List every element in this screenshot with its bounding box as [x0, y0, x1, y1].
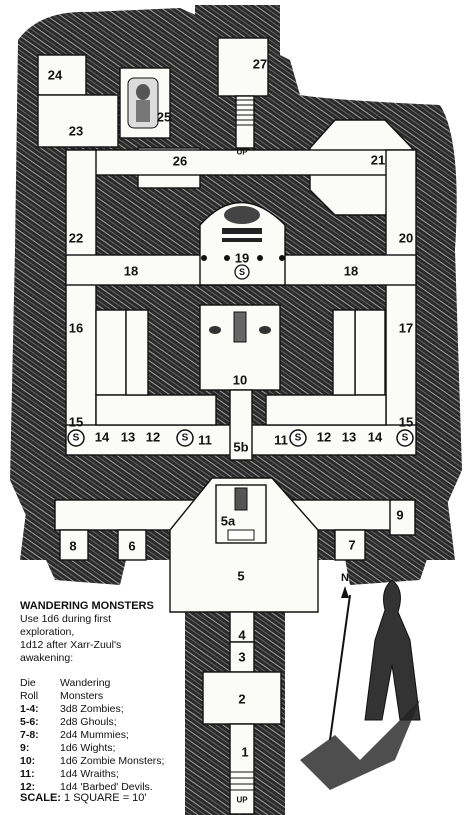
room-label-12-right: 12: [317, 430, 331, 445]
legend-monsters: 2d4 Mummies;: [60, 729, 129, 741]
room-label-7: 7: [348, 538, 355, 553]
room-label-23: 23: [69, 124, 83, 139]
room-label-5b: 5b: [233, 440, 248, 455]
stair-up-label-top: UP: [236, 148, 248, 157]
legend-header-wandering: Wandering: [60, 677, 111, 689]
legend-intro-line-1: Use 1d6 during first: [20, 613, 112, 625]
compass-north-label: N: [341, 572, 349, 584]
legend-row: 10: 1d6 Zombie Monsters;: [20, 755, 170, 768]
room-label-20: 20: [399, 231, 413, 246]
room-label-22: 22: [69, 231, 83, 246]
room-label-10: 10: [233, 373, 247, 388]
legend-row: 12: 1d4 'Barbed' Devils.: [20, 781, 170, 794]
room-label-5a: 5a: [221, 514, 236, 529]
secret-door-left: S: [73, 433, 80, 444]
secret-doors: S S S S S: [67, 264, 414, 447]
sarcophagus-25: [127, 77, 159, 129]
legend-row: 7-8: 2d4 Mummies;: [20, 729, 170, 742]
legend-monsters: 1d6 Zombie Monsters;: [60, 755, 165, 767]
room-label-2: 2: [238, 692, 245, 707]
room-19: [199, 201, 286, 286]
secret-door-19: S: [239, 267, 245, 277]
room-label-15-left: 15: [69, 415, 83, 430]
stair-up-label-bottom: UP: [236, 796, 248, 805]
secret-door-mid-right: S: [295, 433, 302, 444]
legend-intro-line-3: 1d12 after Xarr-Zuul's: [20, 639, 122, 651]
legend-table: Die Wandering Roll Monsters 1-4: 3d8 Zomb…: [20, 677, 170, 794]
xarr-zuul-figure: [300, 579, 421, 790]
legend-header-roll: Roll: [20, 690, 39, 702]
legend-monsters: 1d6 Wights;: [60, 742, 116, 754]
room-label-4: 4: [238, 628, 246, 643]
legend-intro-line-4: awakening:: [20, 652, 74, 664]
altar-19: [201, 206, 285, 261]
room-label-12-left: 12: [146, 430, 160, 445]
legend-roll: 1-4:: [20, 703, 39, 715]
scale-value: 1 SQUARE = 10': [64, 792, 147, 804]
corridor-10-5b: [229, 389, 253, 461]
entrance-corridor: [202, 611, 282, 815]
room-label-27: 27: [253, 57, 267, 72]
room-label-1: 1: [241, 745, 248, 760]
room-label-19: 19: [235, 251, 249, 266]
statue-5a: [227, 487, 255, 541]
room-label-6: 6: [128, 539, 135, 554]
room-label-16: 16: [69, 321, 83, 336]
legend-header-die: Die: [20, 677, 36, 689]
room-label-13-right: 13: [342, 430, 356, 445]
stair-treads-27: [236, 99, 254, 126]
room-label-24: 24: [48, 68, 63, 83]
room-label-11-right: 11: [274, 433, 288, 448]
room-label-18-left: 18: [124, 264, 138, 279]
room-label-13-left: 13: [121, 430, 135, 445]
room-label-3: 3: [238, 650, 245, 665]
legend-roll: 12:: [20, 781, 36, 793]
room-label-18-right: 18: [344, 264, 358, 279]
legend-monsters: 1d4 Wraiths;: [60, 768, 119, 780]
legend-row: 9: 1d6 Wights;: [20, 742, 170, 755]
legend-roll: 7-8:: [20, 729, 39, 741]
legend-monsters: 2d8 Ghouls;: [60, 716, 117, 728]
room-label-26: 26: [173, 154, 187, 169]
secret-door-right: S: [402, 433, 409, 444]
room-label-17: 17: [399, 321, 413, 336]
legend-row: 11: 1d4 Wraiths;: [20, 768, 170, 781]
legend-roll: 5-6:: [20, 716, 39, 728]
legend-roll: 11:: [20, 768, 35, 780]
throne-10: [209, 311, 271, 343]
compass: N: [341, 572, 349, 598]
legend-row: 1-4: 3d8 Zombies;: [20, 703, 170, 716]
legend-header-monsters: Monsters: [60, 690, 104, 702]
room-label-25: 25: [157, 110, 171, 125]
legend-monsters: 3d8 Zombies;: [60, 703, 124, 715]
legend-roll: 9:: [20, 742, 30, 754]
room-5: [169, 477, 319, 613]
legend-title: WANDERING MONSTERS: [20, 600, 154, 612]
legend-row: 5-6: 2d8 Ghouls;: [20, 716, 170, 729]
scale-label: SCALE:: [20, 792, 61, 804]
room-label-14-left: 14: [95, 430, 110, 445]
wandering-monsters-legend: WANDERING MONSTERS Use 1d6 during first …: [20, 600, 195, 794]
map-scale: SCALE: 1 SQUARE = 10': [20, 792, 147, 804]
inner-corridors: [95, 309, 387, 426]
room-label-15-right: 15: [399, 415, 413, 430]
legend-intro-line-2: exploration,: [20, 626, 75, 638]
south-band: [54, 499, 416, 561]
room-labels: 1 2 3 4 5 5a 5b 6 7 8 9 10 11 11 12 12 1…: [48, 57, 413, 760]
legend-roll: 10:: [20, 755, 36, 767]
stair-27: [235, 95, 255, 149]
room-27: [217, 37, 269, 97]
room-label-14-right: 14: [368, 430, 383, 445]
room-label-11-left: 11: [198, 433, 212, 448]
room-label-5: 5: [237, 569, 244, 584]
secret-door-mid-left: S: [182, 433, 189, 444]
room-label-9: 9: [396, 508, 403, 523]
room-label-8: 8: [69, 539, 76, 554]
room-label-21: 21: [371, 153, 385, 168]
entrance-stair: [230, 771, 254, 791]
legend-monsters: 1d4 'Barbed' Devils.: [60, 781, 153, 793]
